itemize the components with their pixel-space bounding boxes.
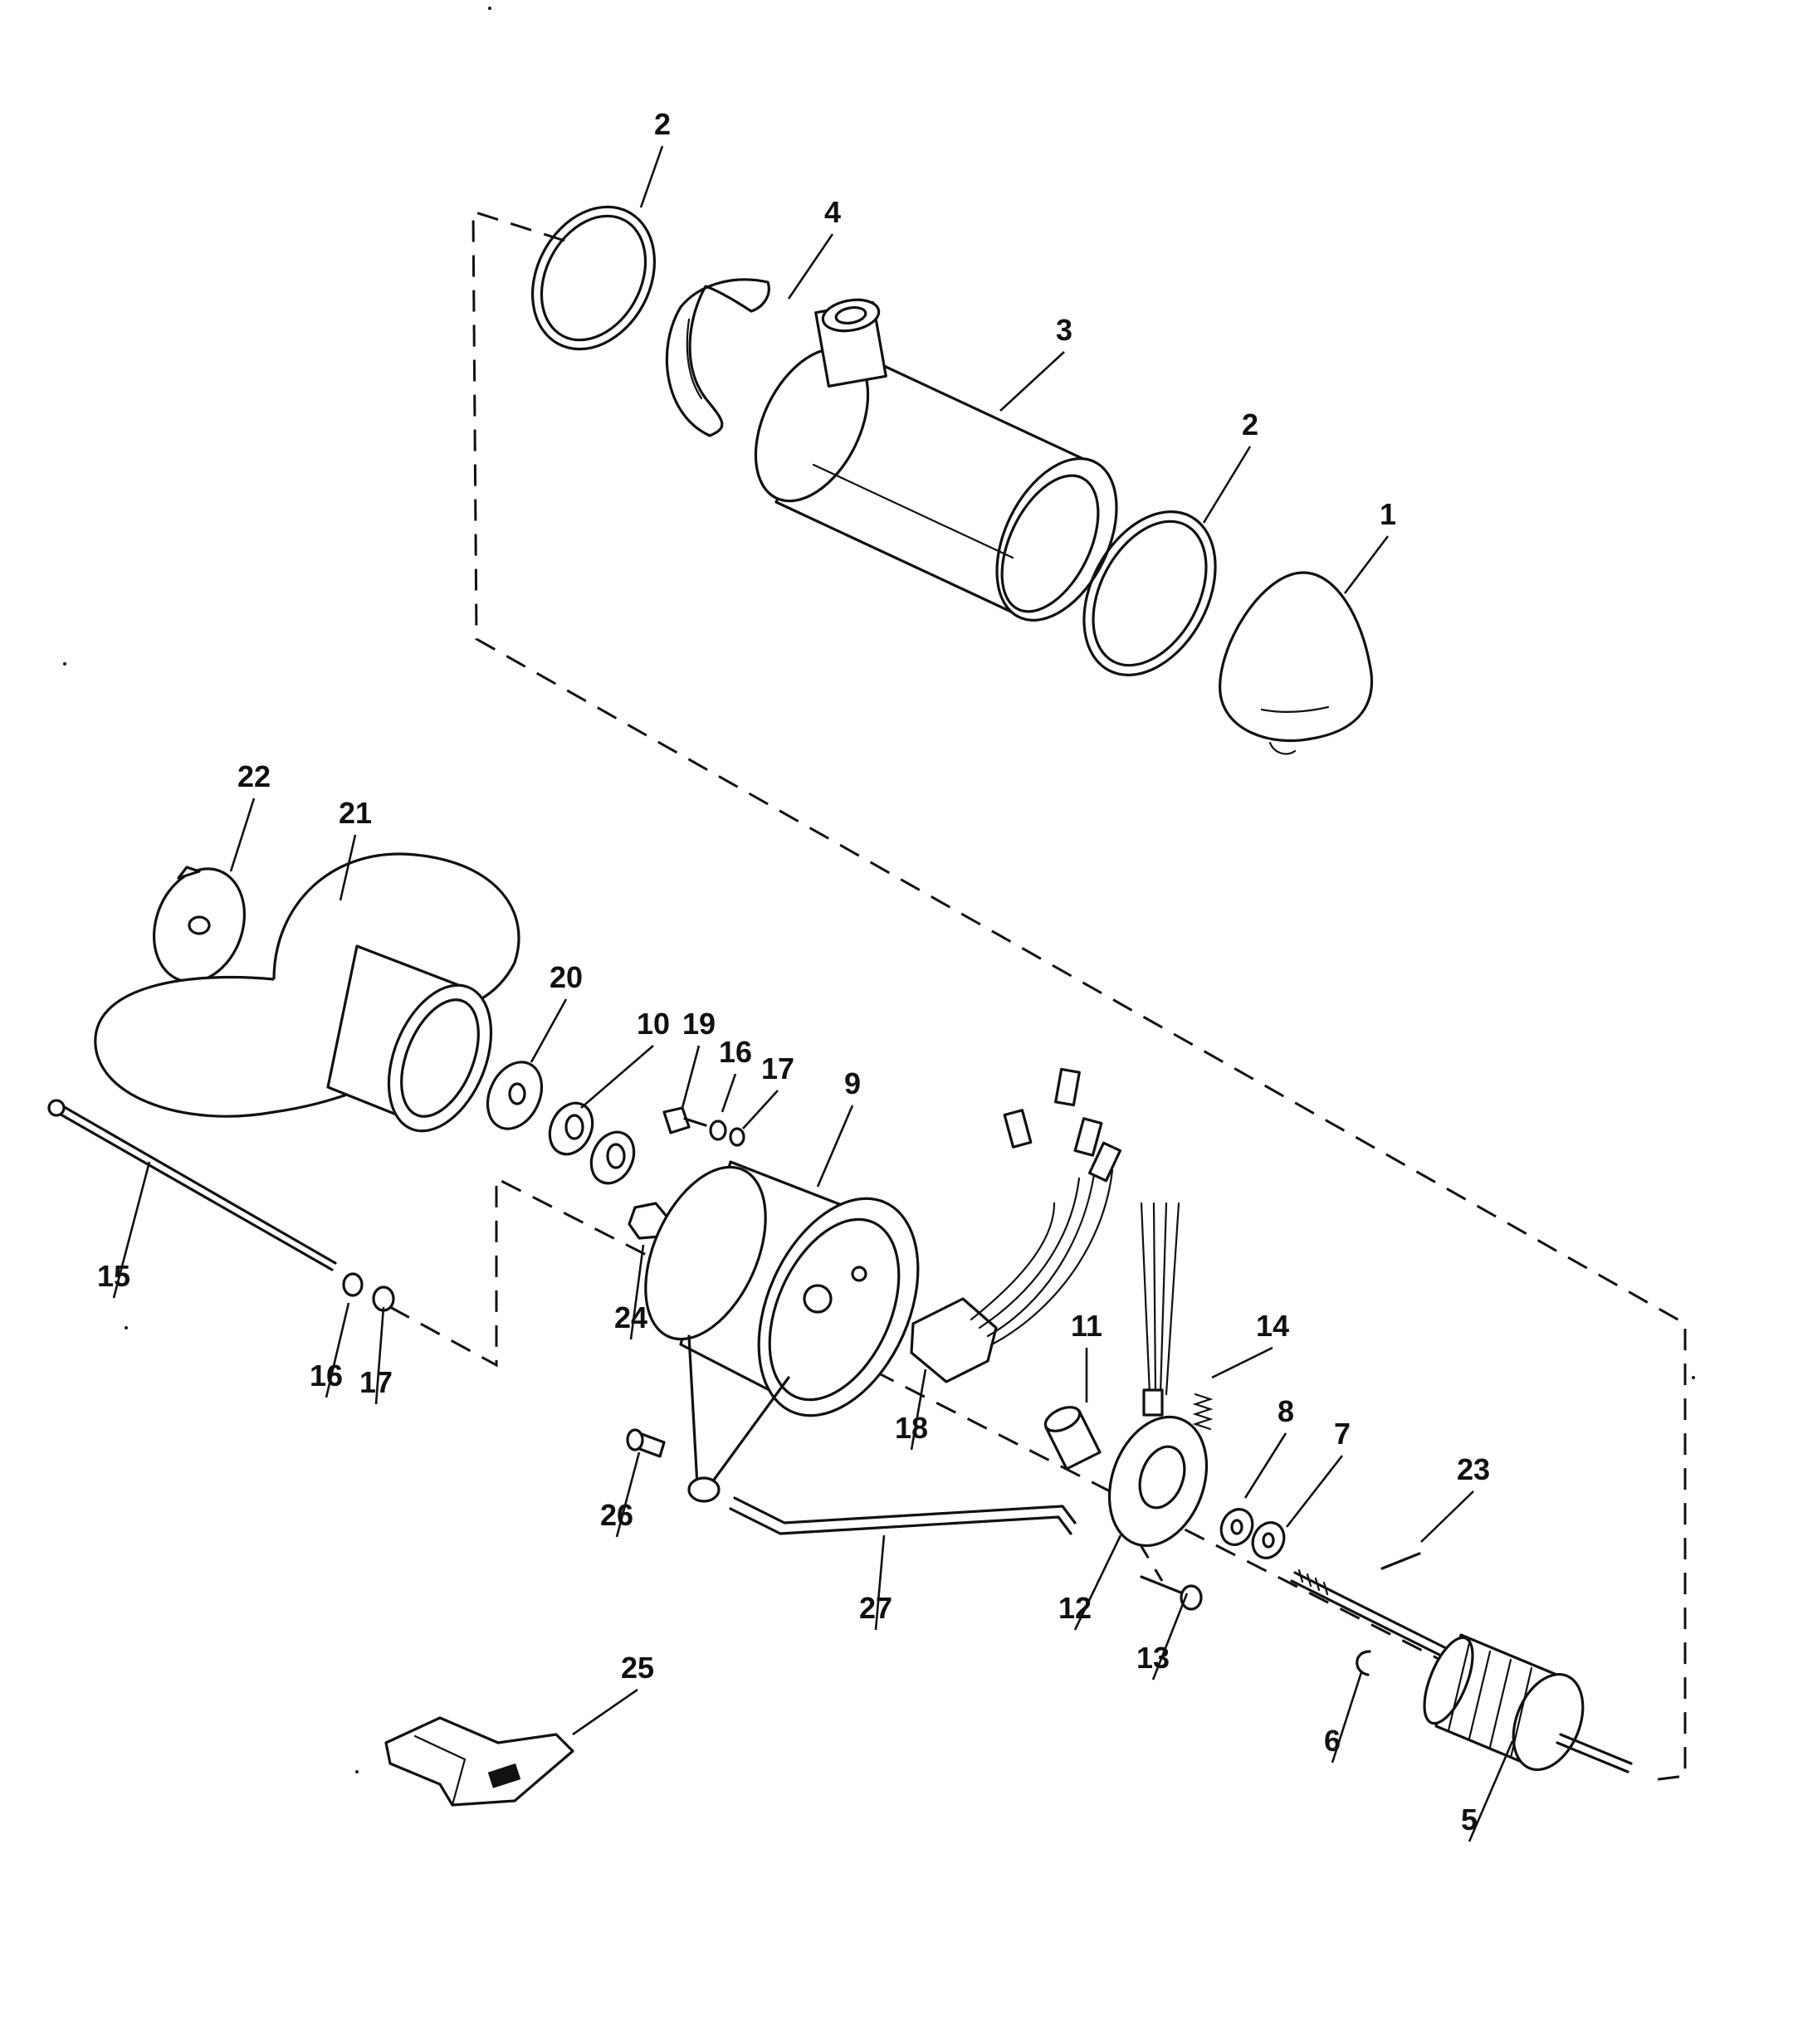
callout-c2b: 2 bbox=[1242, 407, 1258, 441]
callout-c12: 12 bbox=[1058, 1591, 1092, 1625]
part-2-o-ring-upper bbox=[530, 205, 657, 351]
part-20-washer bbox=[486, 1061, 544, 1130]
leader-line-c10 bbox=[580, 1045, 654, 1109]
leader-line-c25 bbox=[572, 1688, 638, 1736]
leader-line-c14 bbox=[1211, 1346, 1273, 1379]
part-7-washer bbox=[1251, 1521, 1286, 1559]
callout-c14: 14 bbox=[1256, 1309, 1289, 1343]
part-3-housing bbox=[754, 298, 1118, 622]
callout-c23: 23 bbox=[1457, 1452, 1490, 1486]
part-15-tie-rod bbox=[47, 1099, 337, 1271]
leader-line-c17a bbox=[742, 1090, 779, 1129]
leader-line-c20 bbox=[530, 998, 568, 1063]
leader-line-c16b bbox=[325, 1302, 350, 1398]
leader-line-c9 bbox=[816, 1105, 854, 1188]
leader-line-c21 bbox=[339, 834, 357, 901]
callout-c17a: 17 bbox=[761, 1051, 794, 1085]
leader-line-c3 bbox=[999, 351, 1065, 412]
leader-line-c6 bbox=[1331, 1671, 1363, 1763]
leader-line-c5 bbox=[1468, 1740, 1514, 1842]
leader-line-c13 bbox=[1151, 1593, 1189, 1681]
callout-c21: 21 bbox=[339, 796, 372, 830]
callout-c16b: 16 bbox=[310, 1359, 343, 1393]
part-21-propeller bbox=[94, 852, 520, 1133]
leader-line-c17b bbox=[374, 1306, 385, 1405]
leader-line-c12 bbox=[1073, 1534, 1122, 1631]
part-1-nose-cone bbox=[1219, 571, 1374, 755]
callout-c3: 3 bbox=[1056, 313, 1072, 347]
callout-c10: 10 bbox=[637, 1007, 670, 1041]
callout-c2a: 2 bbox=[654, 107, 671, 141]
part-16-washer-upper bbox=[709, 1120, 727, 1141]
part-14-spring bbox=[1192, 1393, 1214, 1431]
callout-c7: 7 bbox=[1334, 1417, 1351, 1451]
part-22-cap bbox=[152, 866, 247, 983]
part-16-washer-lower bbox=[342, 1272, 364, 1297]
part-8-washer bbox=[1219, 1508, 1254, 1546]
callout-c25: 25 bbox=[621, 1651, 654, 1685]
part-23-key bbox=[1380, 1552, 1421, 1570]
leader-line-c8 bbox=[1243, 1432, 1287, 1499]
callout-c27: 27 bbox=[859, 1591, 892, 1625]
bracket-arms bbox=[687, 1334, 790, 1503]
callout-c17b: 17 bbox=[359, 1365, 393, 1399]
callout-c22: 22 bbox=[237, 759, 271, 793]
part-17-washer-lower bbox=[372, 1285, 395, 1312]
leader-line-c26 bbox=[615, 1451, 641, 1538]
part-27-rod bbox=[729, 1496, 1077, 1535]
leader-line-c4 bbox=[787, 233, 834, 300]
part-6-e-clip bbox=[1356, 1650, 1371, 1676]
callout-c11: 11 bbox=[1071, 1309, 1102, 1343]
part-10-bushings bbox=[548, 1101, 636, 1185]
leader-line-c19 bbox=[681, 1045, 701, 1109]
leader-line-c2b bbox=[1202, 446, 1252, 524]
leader-line-c2a bbox=[639, 145, 664, 208]
part-19-screw bbox=[662, 1106, 707, 1134]
callout-c9: 9 bbox=[844, 1066, 861, 1100]
callout-c15: 15 bbox=[97, 1259, 130, 1293]
part-26-pin bbox=[626, 1428, 666, 1458]
callout-c6: 6 bbox=[1324, 1724, 1341, 1758]
leader-line-c7 bbox=[1285, 1455, 1344, 1528]
part-17-washer-upper bbox=[729, 1127, 745, 1147]
part-18-wire-connector bbox=[910, 1067, 1122, 1383]
callout-c18: 18 bbox=[895, 1411, 928, 1445]
part-4-clip bbox=[665, 278, 770, 437]
callout-c20: 20 bbox=[550, 960, 583, 994]
leader-line-c15 bbox=[112, 1161, 151, 1299]
leader-line-c24 bbox=[629, 1244, 645, 1340]
callout-c16a: 16 bbox=[719, 1035, 752, 1069]
leader-line-c22 bbox=[229, 798, 256, 872]
part-5-armature bbox=[1290, 1568, 1633, 1773]
leader-line-c18 bbox=[910, 1368, 927, 1451]
part-12-brush-plate bbox=[1107, 1202, 1209, 1548]
callout-c13: 13 bbox=[1136, 1641, 1170, 1675]
leader-line-c1 bbox=[1343, 535, 1390, 594]
part-13-screw bbox=[1140, 1575, 1203, 1611]
callout-c19: 19 bbox=[682, 1007, 716, 1041]
callout-c26: 26 bbox=[600, 1498, 633, 1532]
scan-specks bbox=[63, 7, 1695, 1773]
part-2-o-ring-lower bbox=[1082, 510, 1217, 676]
callout-labels: 1223456789101112131415161617171819202122… bbox=[97, 107, 1514, 1842]
callout-c5: 5 bbox=[1461, 1803, 1478, 1837]
leader-line-c16a bbox=[721, 1073, 737, 1113]
callout-c8: 8 bbox=[1278, 1394, 1294, 1428]
leader-line-c27 bbox=[874, 1534, 886, 1631]
part-9-motor-housing bbox=[644, 1160, 920, 1417]
leader-line-c23 bbox=[1420, 1490, 1474, 1543]
callout-c1: 1 bbox=[1380, 497, 1396, 531]
part-25-clip bbox=[384, 1716, 574, 1807]
part-11-spacer bbox=[1043, 1406, 1102, 1471]
callout-c24: 24 bbox=[614, 1300, 647, 1334]
callout-c4: 4 bbox=[824, 195, 841, 229]
